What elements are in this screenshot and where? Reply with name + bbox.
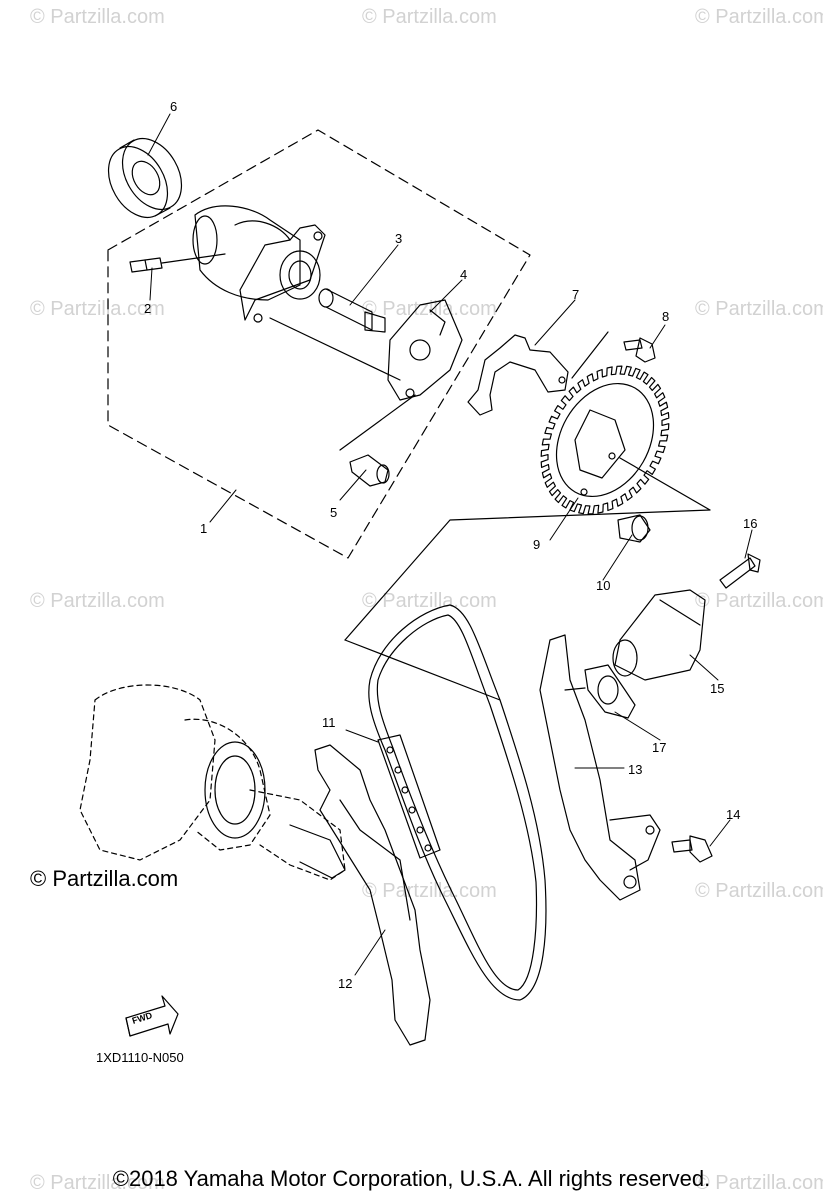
assembly-boundary — [107, 129, 531, 559]
watermark: © Partzilla.com — [695, 298, 823, 320]
callout-13: 13 — [628, 762, 643, 777]
part-10-bolt — [617, 514, 651, 543]
watermark: © Partzilla.com — [695, 590, 823, 612]
watermark: © Partzilla.com — [362, 590, 497, 612]
callout-11: 11 — [322, 715, 336, 730]
part-14-bolt — [671, 835, 713, 863]
callout-15: 15 — [710, 681, 725, 696]
watermark: © Partzilla.com — [362, 6, 497, 28]
chain-bounding-line — [344, 509, 711, 641]
part-3-shaft — [318, 288, 386, 333]
crankshaft-gear — [204, 741, 346, 879]
copyright-notice: ©2018 Yamaha Motor Corporation, U.S.A. A… — [112, 1166, 711, 1191]
callout-14: 14 — [726, 807, 741, 822]
part-12-chain-guide — [314, 744, 431, 1046]
part-11-chain-segment — [377, 734, 441, 859]
watermark: © Partzilla.com — [30, 1172, 165, 1194]
callout-6: 6 — [170, 99, 178, 114]
part-2-pin — [129, 253, 226, 273]
callout-5: 5 — [330, 505, 338, 520]
watermark: © Partzilla.com — [30, 590, 165, 612]
part-5-bolt — [349, 454, 390, 487]
timing-chain — [368, 604, 547, 1001]
part-15-tensioner — [612, 589, 706, 681]
part-8-bolt — [623, 337, 656, 363]
watermark: © Partzilla.com — [695, 880, 823, 902]
watermark: © Partzilla.com — [30, 298, 165, 320]
part-13-tensioner-guide — [539, 634, 661, 901]
watermark: © Partzilla.com — [362, 298, 497, 320]
callout-1: 1 — [200, 521, 208, 536]
callout-3: 3 — [395, 231, 403, 246]
watermark-bold: © Partzilla.com — [30, 866, 179, 891]
part-4-plate — [339, 299, 463, 451]
crankshaft-phantom — [79, 684, 346, 881]
callout-9: 9 — [533, 537, 541, 552]
watermark: © Partzilla.com — [30, 6, 165, 28]
callout-16: 16 — [743, 516, 758, 531]
part-7-plate — [467, 331, 609, 416]
watermark: © Partzilla.com — [362, 880, 497, 902]
callout-10: 10 — [596, 578, 611, 593]
watermark: © Partzilla.com — [695, 6, 823, 28]
fwd-arrow-icon — [125, 995, 179, 1037]
callout-7: 7 — [572, 287, 580, 302]
callout-8: 8 — [662, 309, 670, 324]
part-6-bearing — [107, 138, 183, 218]
part-9-sprocket — [540, 365, 711, 515]
watermark: © Partzilla.com — [695, 1172, 823, 1194]
callout-12: 12 — [338, 976, 353, 991]
camshaft-assembly — [192, 205, 401, 381]
callout-17: 17 — [652, 740, 667, 755]
part-16-bolt — [719, 553, 761, 589]
diagram-code: 1XD1110-N050 — [96, 1050, 184, 1065]
part-17-gasket — [564, 664, 636, 719]
callout-4: 4 — [460, 267, 468, 282]
callout-2: 2 — [144, 301, 152, 316]
leader-lines — [147, 113, 753, 976]
